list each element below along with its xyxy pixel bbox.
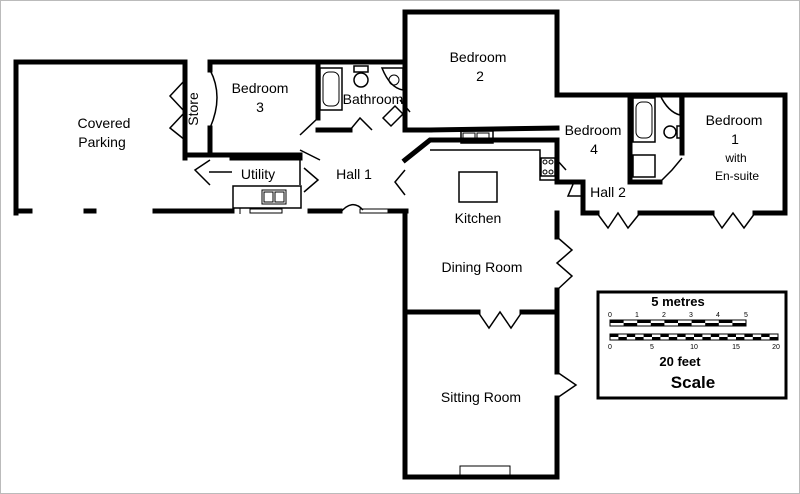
label-sitting-room: Sitting Room (441, 389, 521, 405)
label-hall2: Hall 2 (590, 184, 626, 200)
label-store: Store (185, 92, 201, 126)
label-bedroom1-1: Bedroom (706, 112, 763, 128)
metre-tick-2: 2 (662, 312, 666, 319)
label-kitchen: Kitchen (455, 210, 502, 226)
scale-title: Scale (671, 373, 715, 392)
metre-tick-1: 1 (635, 312, 639, 319)
feet-tick-5: 5 (650, 344, 654, 351)
scale-metres-label: 5 metres (651, 294, 704, 309)
feet-tick-15: 15 (732, 344, 740, 351)
label-dining-room: Dining Room (442, 259, 523, 275)
room-labels: Covered Parking Store Bedroom 3 Bathroom… (78, 49, 763, 405)
windows-and-fixtures (14, 34, 788, 476)
metre-tick-4: 4 (716, 312, 720, 319)
feet-tick-10: 10 (690, 344, 698, 351)
label-bedroom3-1: Bedroom (232, 80, 289, 96)
metre-tick-3: 3 (689, 312, 693, 319)
label-bathroom: Bathroom (343, 91, 404, 107)
metre-tick-5: 5 (744, 312, 748, 319)
scale-feet-label: 20 feet (659, 354, 701, 369)
metre-bar (609, 319, 747, 327)
doors (168, 69, 756, 399)
feet-bar (609, 333, 779, 341)
feet-tick-0: 0 (608, 344, 612, 351)
feet-tick-20: 20 (772, 344, 780, 351)
metre-tick-0: 0 (608, 312, 612, 319)
label-bedroom2-1: Bedroom (450, 49, 507, 65)
label-bedroom4-2: 4 (590, 141, 598, 157)
label-bedroom1-4: En-suite (715, 169, 759, 183)
label-bedroom2-2: 2 (476, 68, 484, 84)
scale-box: 5 metres 0 1 2 3 4 5 (596, 290, 788, 400)
label-bedroom4-1: Bedroom (565, 122, 622, 138)
label-bedroom3-2: 3 (256, 99, 264, 115)
walls (13, 9, 788, 480)
label-covered-parking-2: Parking (78, 134, 125, 150)
label-hall1: Hall 1 (336, 166, 372, 182)
label-bedroom1-3: with (724, 151, 746, 165)
label-covered-parking-1: Covered (78, 115, 131, 131)
label-bedroom1-2: 1 (731, 131, 739, 147)
label-utility: Utility (241, 166, 275, 182)
